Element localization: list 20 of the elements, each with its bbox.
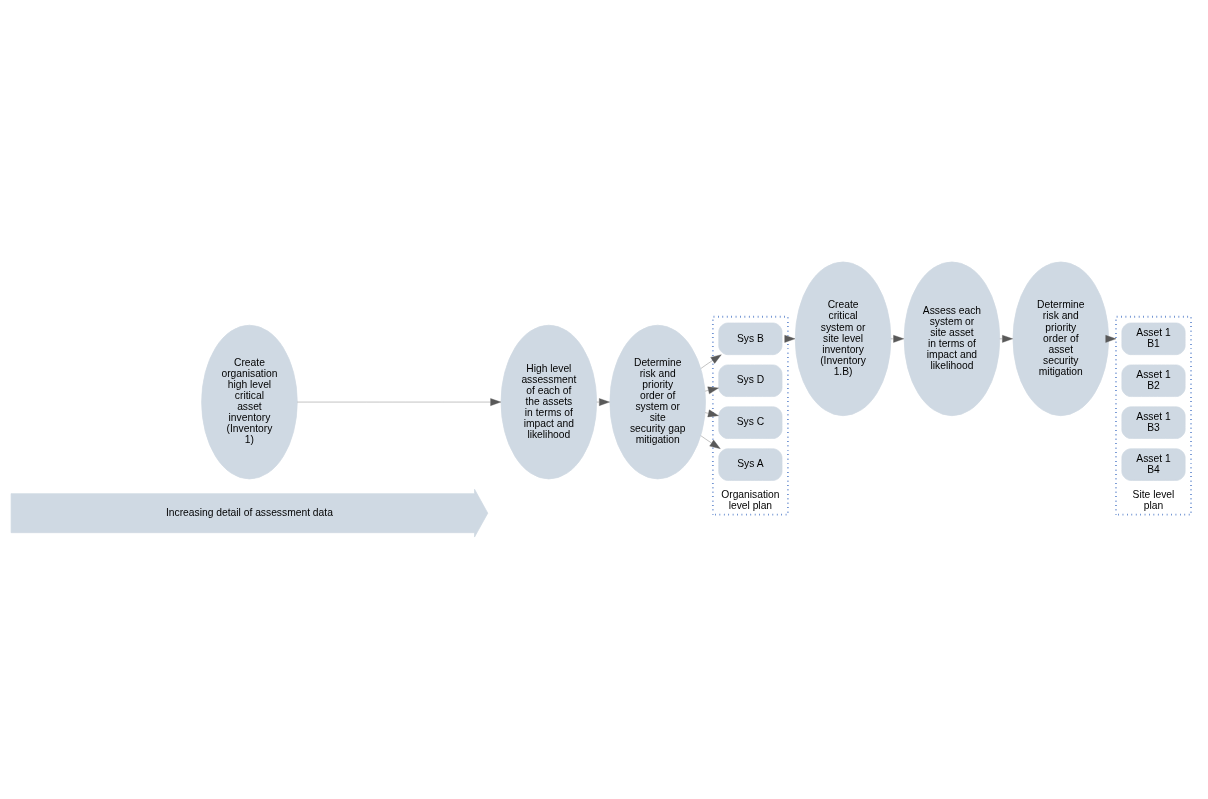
node-ellipse: Determine risk and priority order of asset security mitigation [1012,261,1109,417]
node-box: Asset 1 B3 [1121,406,1186,439]
arrow [704,409,719,418]
node-box: Sys D [718,364,783,397]
node-box: Sys B [718,322,783,355]
node-ellipse: High level assessment of each of the assets in terms of impact and likelihood [500,324,597,480]
node-box: Sys C [718,406,783,439]
node-box: Asset 1 B2 [1121,364,1186,397]
node-ellipse: Determine risk and priority order of system or site security gap mitigation [609,324,706,480]
arrow [700,354,722,369]
arrow [999,335,1013,343]
arrow [890,335,904,343]
node-box: Asset 1 B1 [1121,322,1186,355]
node-box: Asset 1 B4 [1121,448,1186,481]
arrow [704,386,719,395]
node-box: Sys A [718,448,783,481]
node-ellipse: Create organisation high level critical asset inventory (Inventory 1) [201,324,298,480]
arrow [700,435,721,449]
arrow [297,398,502,406]
arrow [596,398,610,406]
